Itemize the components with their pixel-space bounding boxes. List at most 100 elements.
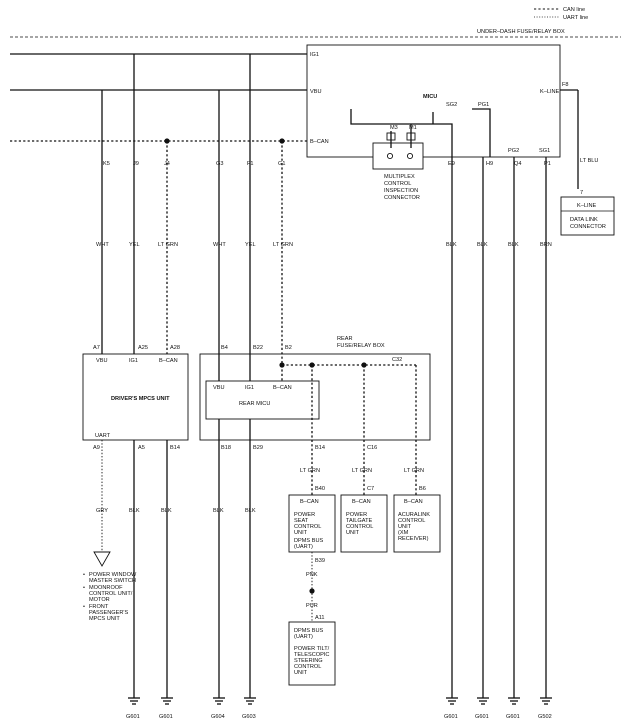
- legend: CAN line UART line: [534, 7, 588, 21]
- svg-text:ACURALINK: ACURALINK: [398, 512, 430, 518]
- fuse-box-label: UNDER–DASH FUSE/RELAY BOX: [477, 29, 565, 35]
- wire-wht-2: WHT: [213, 242, 226, 248]
- svg-text:UNIT: UNIT: [398, 524, 412, 530]
- svg-text:MOONROOF: MOONROOF: [89, 585, 123, 591]
- micu-pg2-label: PG2: [508, 148, 519, 154]
- wire-ltgrn-2: LT GRN: [273, 242, 293, 248]
- can-splice-3: [279, 362, 285, 368]
- pin-a28: A28: [170, 345, 180, 351]
- ground-icon: [446, 697, 458, 705]
- ground-label-1: G601: [126, 714, 140, 720]
- wire-pur: PUR: [306, 603, 318, 609]
- mpx-m1-label: M1: [409, 125, 417, 131]
- ground-label-7: G601: [506, 714, 520, 720]
- svg-text:B–CAN: B–CAN: [300, 499, 319, 505]
- micu-vbu-label: VBU: [310, 89, 322, 95]
- wire-blk-1: BLK: [446, 242, 457, 248]
- rear-micu-vbu-label: VBU: [213, 385, 225, 391]
- power-tailgate-control-unit: [340, 494, 388, 553]
- svg-text:MASTER SWITCH: MASTER SWITCH: [89, 578, 136, 584]
- svg-text:CONTROL UNIT/: CONTROL UNIT/: [89, 591, 133, 597]
- pin-b18: B18: [221, 445, 231, 451]
- mpx-label-2: CONTROL: [384, 181, 411, 187]
- acuralink-control-unit: [393, 494, 441, 553]
- multiplex-connector: [372, 142, 424, 170]
- pin-q4: Q4: [514, 161, 521, 167]
- mpx-label-3: INSPECTION: [384, 188, 418, 194]
- dlc-label-2: CONNECTOR: [570, 224, 606, 230]
- dlc-pin-label: 7: [580, 190, 583, 196]
- micu-sg2-label: SG2: [446, 102, 457, 108]
- ground-label-5: G601: [444, 714, 458, 720]
- wire-ltgrn-1: LT GRN: [158, 242, 178, 248]
- legend-uart-label: UART line: [563, 15, 588, 21]
- wire-pnk: PNK: [306, 572, 318, 578]
- steering-control-unit: [288, 621, 336, 686]
- driver-title: DRIVER'S MPCS UNIT: [111, 396, 170, 402]
- pin-g3: G3: [216, 161, 223, 167]
- pin-j9: J9: [133, 161, 139, 167]
- svg-text:CONTROL: CONTROL: [294, 664, 321, 670]
- pin-b6: B6: [419, 486, 426, 492]
- ground-label-4: G603: [242, 714, 256, 720]
- wire-blk-6: BLK: [213, 508, 224, 514]
- wire-gry: GRY: [96, 508, 108, 514]
- svg-text:POWER TILT/: POWER TILT/: [294, 646, 330, 652]
- pin-p1: P1: [544, 161, 551, 167]
- driver-vbu-label: VBU: [96, 358, 108, 364]
- rear-box-label-1: REAR: [337, 336, 353, 342]
- micu-title: MICU: [423, 94, 437, 100]
- rear-micu-ig1-label: IG1: [245, 385, 254, 391]
- svg-text:STEERING: STEERING: [294, 658, 323, 664]
- micu-ig1-label: IG1: [310, 52, 319, 58]
- ground-icon: [244, 697, 256, 705]
- ground-symbols: [128, 697, 552, 705]
- dlc-label-1: DATA LINK: [570, 217, 598, 223]
- svg-text:B–CAN: B–CAN: [404, 499, 423, 505]
- ground-icon: [477, 697, 489, 705]
- pin-b14-rear: B14: [315, 445, 325, 451]
- connector-arrow-icon: [93, 551, 111, 567]
- pin-b14-driver: B14: [170, 445, 180, 451]
- svg-text:TELESCOPIC: TELESCOPIC: [294, 652, 329, 658]
- micu-f8-label: F8: [562, 82, 569, 88]
- svg-text:DPMS BUS: DPMS BUS: [294, 628, 323, 634]
- micu-sg1-label: SG1: [539, 148, 550, 154]
- ground-icon: [128, 697, 140, 705]
- wire-ltgrn-5: LT GRN: [404, 468, 424, 474]
- svg-text:TAILGATE: TAILGATE: [346, 518, 372, 524]
- pin-h9: H9: [486, 161, 493, 167]
- ground-label-2: G601: [159, 714, 173, 720]
- data-link-connector: [560, 196, 615, 236]
- uart-targets-list: • POWER WINDOW MASTER SWITCH • MOONROOF …: [83, 572, 137, 622]
- drivers-mpcs-unit: [82, 353, 189, 441]
- wire-yel-2: YEL: [245, 242, 256, 248]
- svg-text:MPCS UNIT: MPCS UNIT: [89, 616, 120, 622]
- micu-box: [306, 44, 561, 158]
- wire-blk-5: BLK: [161, 508, 172, 514]
- pin-a9: A9: [93, 445, 100, 451]
- pin-b4: B4: [221, 345, 228, 351]
- ground-icon: [540, 697, 552, 705]
- svg-text:CONTROL: CONTROL: [398, 518, 425, 524]
- micu-kline-label: K–LINE: [540, 89, 560, 95]
- wire-ltgrn-3: LT GRN: [300, 468, 320, 474]
- rear-micu-bcan-label: B–CAN: [273, 385, 292, 391]
- pin-b22: B22: [253, 345, 263, 351]
- wire-blk-7: BLK: [245, 508, 256, 514]
- rear-micu: [205, 380, 320, 420]
- uart-splice: [309, 588, 315, 594]
- pin-b29: B29: [253, 445, 263, 451]
- wire-ltgrn-4: LT GRN: [352, 468, 372, 474]
- svg-text:B–CAN: B–CAN: [352, 499, 371, 505]
- svg-text:POWER WINDOW: POWER WINDOW: [89, 572, 137, 578]
- wire-wht-1: WHT: [96, 242, 109, 248]
- svg-text:(UART): (UART): [294, 634, 313, 640]
- svg-text:•: •: [83, 604, 85, 610]
- pin-c32: C32: [392, 357, 402, 363]
- pin-c16: C16: [367, 445, 377, 451]
- micu-pg1-label: PG1: [478, 102, 489, 108]
- wire-yel-1: YEL: [129, 242, 140, 248]
- rear-fuse-box: [199, 353, 431, 441]
